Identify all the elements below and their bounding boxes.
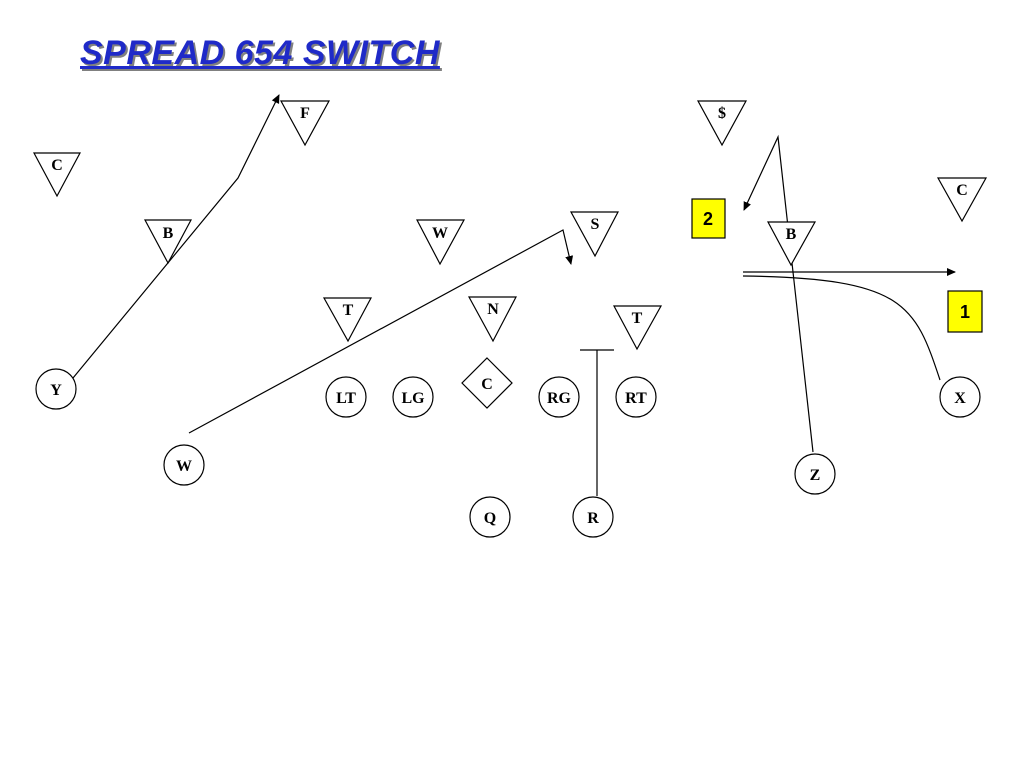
svg-text:T: T [632,310,643,327]
player-x: X [939,376,981,418]
svg-text:Y: Y [50,382,62,399]
route-w [188,229,574,434]
svg-text:RG: RG [547,390,572,407]
svg-text:RT: RT [625,390,647,407]
defender-dollar: $ [696,100,748,147]
player-rt: RT [615,376,657,418]
player-center: C [461,357,513,409]
defender-c-right: C [936,177,988,223]
defender-t-right: T [612,305,663,351]
svg-text:2: 2 [703,209,713,229]
routes [72,94,956,496]
svg-text:N: N [487,301,499,318]
svg-text:B: B [163,225,174,242]
svg-text:X: X [954,390,966,407]
svg-text:T: T [343,302,354,319]
svg-text:LT: LT [336,390,356,407]
svg-text:B: B [786,226,797,243]
defender-b-right: B [766,221,817,267]
player-q: Q [469,496,511,538]
defender-w: W [416,219,466,266]
page-title: SPREAD 654 SWITCH [80,34,440,72]
callouts: 2 1 [691,198,983,333]
player-lt: LT [325,376,367,418]
svg-text:F: F [300,105,310,122]
offense: Y W LT LG C RG [35,357,981,538]
svg-text:C: C [481,376,493,393]
svg-text:Q: Q [484,510,496,527]
svg-text:LG: LG [401,390,425,407]
defender-c-left: C [32,152,82,198]
player-z: Z [794,453,836,495]
defense: C F B W S T N [32,100,988,351]
player-w-receiver: W [163,444,205,486]
route-y [72,94,280,379]
defender-n: N [467,296,517,343]
defender-b-left: B [143,219,193,265]
callout-2: 2 [691,198,726,239]
player-y: Y [35,368,77,410]
svg-text:C: C [956,182,968,199]
svg-text:W: W [176,458,192,475]
route-x [742,275,941,381]
svg-text:Z: Z [810,467,821,484]
player-lg: LG [392,376,434,418]
player-rg: RG [538,376,580,418]
defender-s: S [569,211,619,258]
svg-text:S: S [591,216,600,233]
svg-text:C: C [51,157,63,174]
player-r: R [572,496,614,538]
svg-text:$: $ [718,105,726,122]
svg-text:1: 1 [960,302,970,322]
route-z [743,134,814,453]
route-r-block [580,349,614,496]
defender-t-left: T [322,297,373,343]
callout-1: 1 [947,290,983,333]
svg-text:W: W [432,225,448,242]
svg-text:R: R [587,510,599,527]
defender-f: F [279,100,331,147]
